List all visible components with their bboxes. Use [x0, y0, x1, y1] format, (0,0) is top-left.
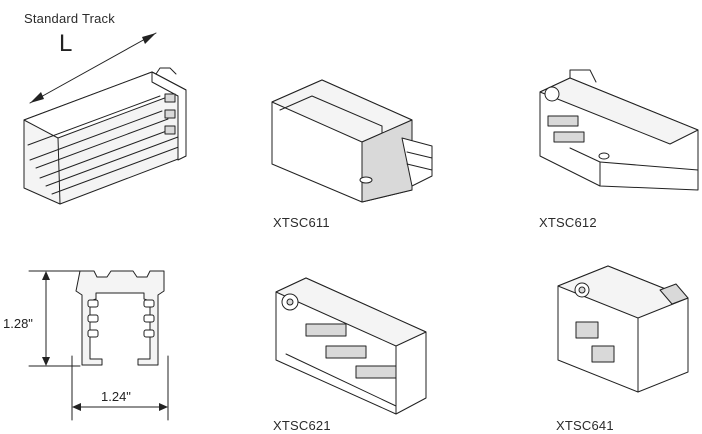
part-label-xtsc621: XTSC621 [273, 418, 331, 433]
standard-track-drawing [23, 32, 187, 205]
track-cross-section [28, 270, 169, 421]
length-arrow-line [29, 32, 157, 104]
part-xtsc611-drawing [271, 79, 433, 203]
part-xtsc641-drawing [557, 265, 689, 393]
part-label-xtsc641: XTSC641 [556, 418, 614, 433]
height-dimension: 1.28" [3, 316, 33, 331]
part-label-xtsc611: XTSC611 [273, 215, 330, 230]
length-symbol: L [59, 30, 73, 57]
part-xtsc612-drawing [539, 69, 699, 191]
width-dimension: 1.24" [101, 389, 131, 404]
track-title: Standard Track [24, 11, 115, 26]
part-label-xtsc612: XTSC612 [539, 215, 597, 230]
length-arrow-head-left [30, 92, 44, 103]
length-arrow-head-right [142, 33, 156, 44]
part-xtsc621-drawing [275, 277, 427, 415]
